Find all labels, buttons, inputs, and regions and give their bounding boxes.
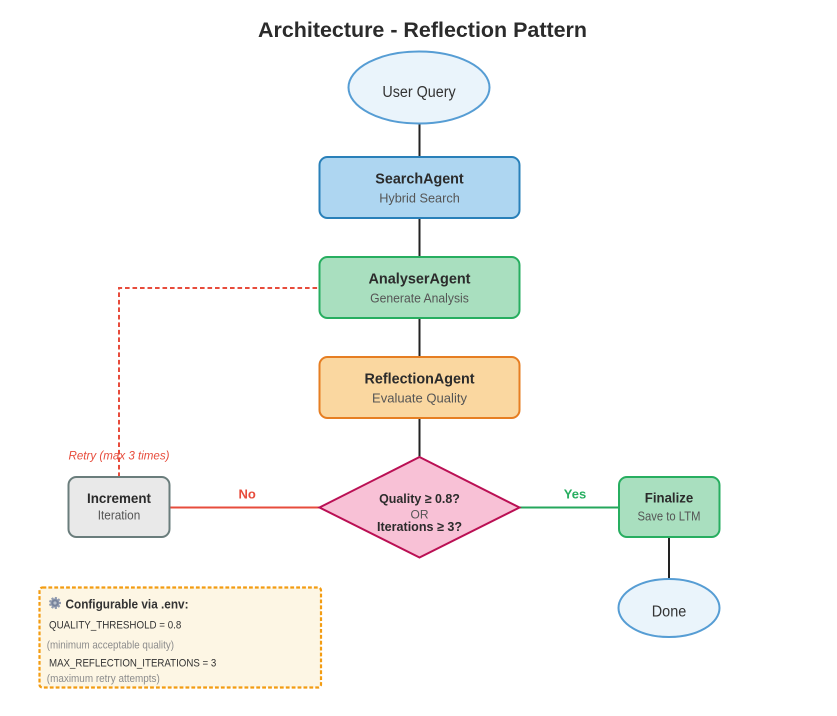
svg-text:SearchAgent: SearchAgent (375, 171, 463, 188)
svg-text:(minimum acceptable quality): (minimum acceptable quality) (47, 639, 174, 651)
svg-text:Finalize: Finalize (645, 491, 694, 506)
svg-text:OR: OR (411, 507, 429, 521)
svg-text:Save to LTM: Save to LTM (638, 510, 701, 524)
svg-text:Increment: Increment (87, 491, 151, 506)
svg-text:Iteration: Iteration (98, 509, 141, 523)
svg-text:Generate Analysis: Generate Analysis (370, 290, 469, 305)
svg-text:MAX_REFLECTION_ITERATIONS = 3: MAX_REFLECTION_ITERATIONS = 3 (49, 657, 216, 669)
svg-text:AnalyserAgent: AnalyserAgent (369, 271, 471, 288)
svg-text:ReflectionAgent: ReflectionAgent (365, 371, 475, 388)
svg-text:Hybrid Search: Hybrid Search (379, 190, 460, 205)
svg-text:QUALITY_THRESHOLD = 0.8: QUALITY_THRESHOLD = 0.8 (49, 619, 181, 631)
svg-text:User Query: User Query (382, 84, 456, 101)
svg-text:Retry (max 3 times): Retry (max 3 times) (69, 449, 170, 463)
svg-text:Configurable via .env:: Configurable via .env: (66, 596, 189, 611)
svg-text:No: No (239, 486, 256, 501)
svg-text:Iterations ≥ 3?: Iterations ≥ 3? (377, 519, 462, 534)
svg-text:Yes: Yes (564, 487, 586, 502)
svg-text:Done: Done (652, 604, 687, 621)
svg-text:(maximum retry attempts): (maximum retry attempts) (47, 673, 160, 685)
svg-text:Quality ≥ 0.8?: Quality ≥ 0.8? (379, 491, 460, 506)
svg-text:Architecture - Reflection Patt: Architecture - Reflection Pattern (258, 19, 587, 42)
svg-text:Evaluate Quality: Evaluate Quality (372, 390, 467, 405)
